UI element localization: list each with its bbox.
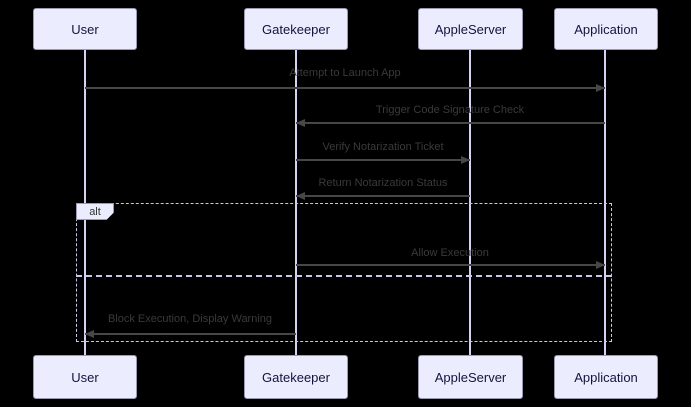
actor-label: AppleServer (434, 21, 507, 37)
actor-gatekeeper-bottom: Gatekeeper (244, 355, 348, 399)
actor-application-bottom: Application (554, 355, 658, 399)
message-label: Return Notarization Status (318, 177, 448, 189)
arrowhead-left-icon (296, 192, 305, 200)
message-line (85, 333, 296, 335)
message-line (296, 264, 605, 266)
actor-appleserver-top: AppleServer (418, 8, 523, 50)
actor-label: User (71, 21, 99, 37)
actor-label: Application (574, 369, 638, 385)
arrowhead-left-icon (85, 330, 94, 338)
actor-label: Application (574, 21, 638, 37)
actor-appleserver-bottom: AppleServer (418, 355, 523, 399)
lifeline-gatekeeper (295, 50, 297, 355)
arrowhead-right-icon (596, 84, 605, 92)
actor-user-bottom: User (33, 355, 137, 399)
message-line (296, 195, 470, 197)
actor-label: Gatekeeper (262, 369, 330, 385)
alt-frame-label: alt (76, 203, 114, 220)
actor-label: User (71, 369, 99, 385)
arrowhead-right-icon (461, 156, 470, 164)
actor-gatekeeper-top: Gatekeeper (244, 8, 348, 50)
message-label: Verify Notarization Ticket (322, 141, 444, 153)
arrowhead-right-icon (596, 261, 605, 269)
alt-else-divider (76, 275, 612, 277)
message-line (296, 122, 605, 124)
actor-label: Gatekeeper (262, 21, 330, 37)
actor-label: AppleServer (434, 369, 507, 385)
lifeline-user (84, 50, 86, 355)
message-line (85, 87, 605, 89)
message-label: Allow Execution (411, 247, 489, 259)
message-line (296, 159, 470, 161)
alt-frame (76, 203, 612, 342)
message-label: Attempt to Launch App (289, 67, 401, 79)
message-label: Trigger Code Signature Check (375, 104, 525, 116)
actor-application-top: Application (554, 8, 658, 50)
arrowhead-left-icon (296, 119, 305, 127)
actor-user-top: User (33, 8, 137, 50)
lifeline-appleserver (469, 50, 471, 355)
lifeline-application (604, 50, 606, 355)
message-label: Block Execution, Display Warning (107, 313, 273, 325)
